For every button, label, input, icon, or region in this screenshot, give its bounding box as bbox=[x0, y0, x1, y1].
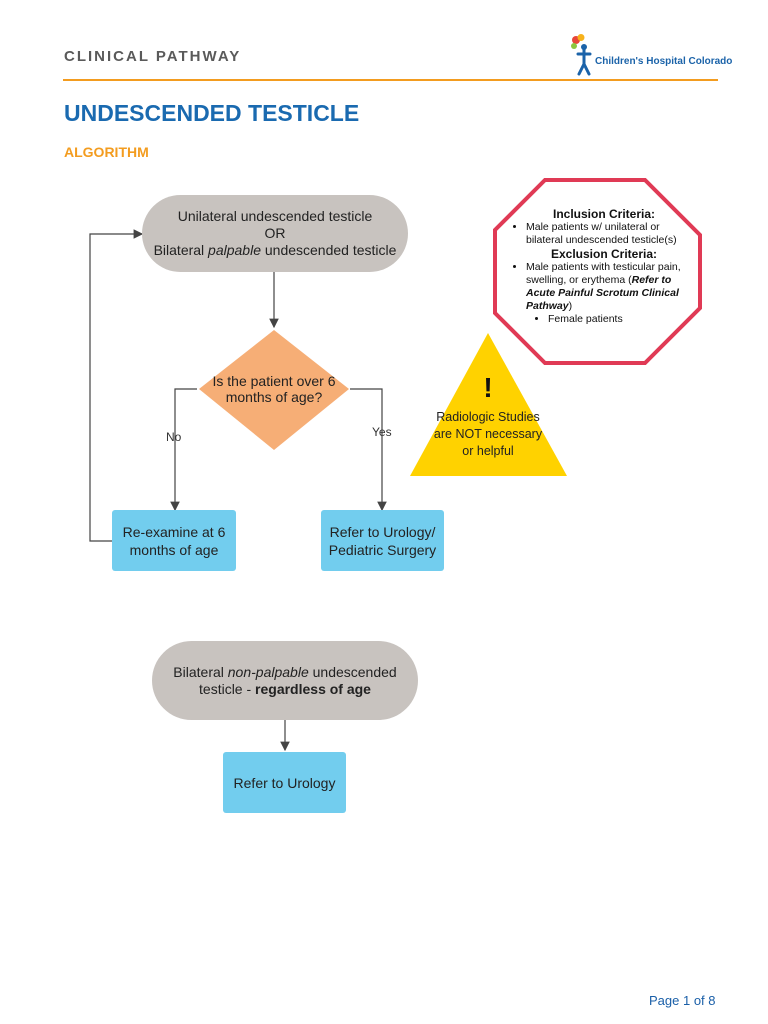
criteria-content: Inclusion Criteria: Male patients w/ uni… bbox=[512, 207, 696, 326]
inclusion-title: Inclusion Criteria: bbox=[552, 207, 656, 221]
page-title: UNDESCENDED TESTICLE bbox=[64, 100, 360, 126]
inclusion-item: Male patients w/ unilateral or bilateral… bbox=[526, 221, 696, 247]
refer-urology-surgery-box: Refer to Urology/ Pediatric Surgery bbox=[321, 510, 444, 571]
exclusion-item-female: Female patients bbox=[548, 313, 696, 326]
yes-label: Yes bbox=[372, 425, 392, 439]
pathway-header-title: CLINICAL PATHWAY bbox=[64, 48, 242, 65]
start-line-3: Bilateral palpable undescended testicle bbox=[153, 242, 397, 258]
connector-no bbox=[170, 388, 197, 512]
start-node-palpable: Unilateral undescended testicle OR Bilat… bbox=[142, 195, 408, 272]
exclusion-title: Exclusion Criteria: bbox=[550, 247, 658, 261]
hospital-logo: Children's Hospital Colorado bbox=[570, 34, 732, 78]
page-number: Page 1 of 8 bbox=[649, 993, 716, 1008]
section-label: ALGORITHM bbox=[64, 144, 149, 160]
decision-diamond bbox=[199, 330, 349, 450]
start-line-2: OR bbox=[264, 225, 286, 241]
warning-triangle bbox=[410, 333, 567, 476]
warning-text: Radiologic Studies are NOT necessary or … bbox=[433, 410, 543, 458]
start-node-nonpalpable: Bilateral non-palpable undescended testi… bbox=[152, 641, 418, 720]
balloon-figure-icon bbox=[571, 34, 592, 76]
connector-loop-back bbox=[89, 229, 144, 542]
header-divider bbox=[63, 79, 718, 81]
decision-text: Is the patient over 6 months of age? bbox=[212, 373, 336, 405]
start-line-1: Unilateral undescended testicle bbox=[177, 208, 373, 224]
connector-yes bbox=[350, 388, 387, 512]
reexamine-box: Re-examine at 6 months of age bbox=[112, 510, 236, 571]
exclamation-icon: ! bbox=[483, 372, 493, 403]
logo-text: Children's Hospital Colorado bbox=[595, 56, 733, 67]
criteria-octagon bbox=[493, 178, 702, 365]
exclusion-item-pain: Male patients with testicular pain, swel… bbox=[526, 261, 696, 313]
no-label: No bbox=[166, 430, 182, 444]
refer-urology-box: Refer to Urology bbox=[223, 752, 346, 813]
